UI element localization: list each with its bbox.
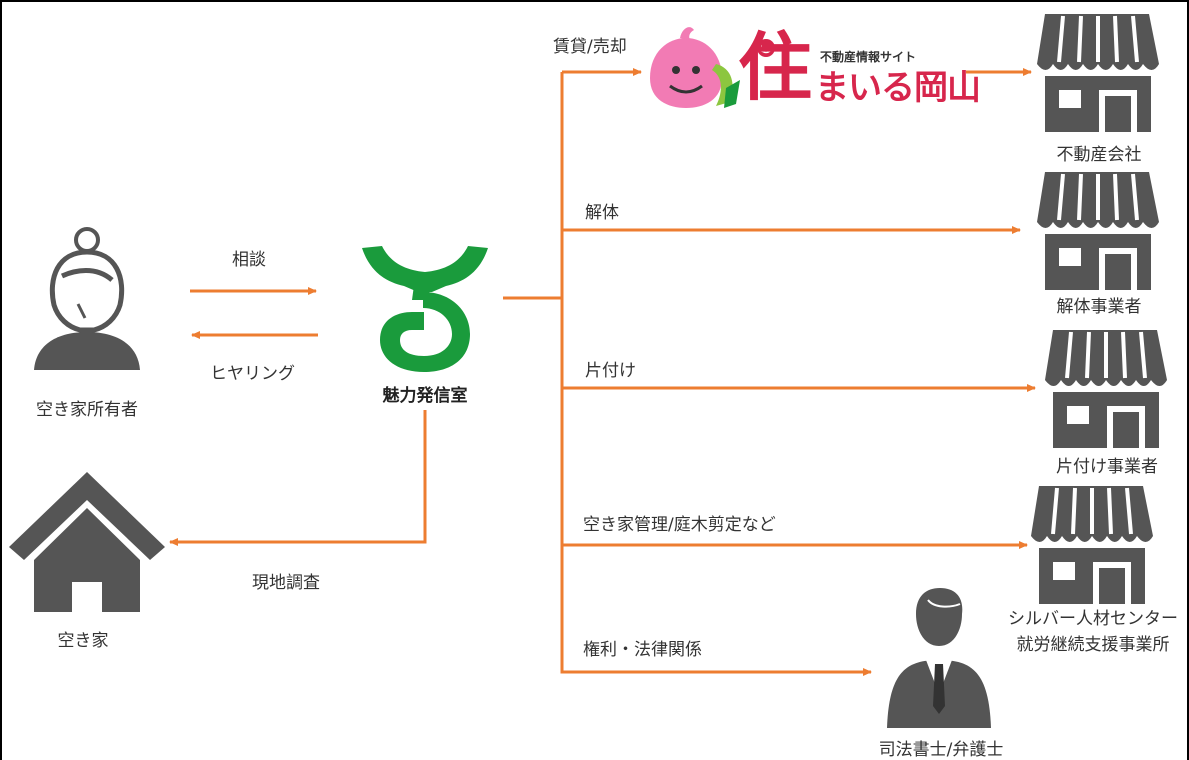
edge-survey: 現地調査 [252,573,320,593]
node-employment-support: 就労継続支援事業所 [1016,635,1170,655]
logo-site-name: まいる岡山 [815,68,981,108]
node-lawyer: 司法書士/弁護士 [878,740,1004,760]
edge-legal: 権利・法律関係 [583,640,702,660]
suma-iru-logo [650,27,775,108]
arrow-legal [560,668,872,676]
store-icon [1043,328,1169,450]
person-business-icon [887,588,991,728]
store-icon [1035,170,1161,292]
node-silver-center: シルバー人材センター [1008,609,1178,629]
person-female-icon [34,227,140,370]
node-owner: 空き家所有者 [36,400,138,420]
connectors [169,68,1036,676]
logo-site-char: 住 [738,25,812,111]
store-icon [1035,12,1161,134]
node-house: 空き家 [57,631,109,651]
store-icon [1029,484,1155,606]
edge-manage: 空き家管理/庭木剪定など [583,515,776,535]
edge-consult: 相談 [232,250,266,270]
node-office: 魅力発信室 [382,386,468,406]
edge-hearing: ヒヤリング [210,364,295,384]
edge-rent-sell: 賃貸/売却 [553,37,627,57]
edge-tidy: 片付け [585,361,636,381]
arrow-survey [169,410,427,546]
node-real-estate: 不動産会社 [1056,145,1142,165]
node-cleanup: 片付け事業者 [1056,457,1158,477]
city-emblem-icon [362,246,488,372]
logo-site-small: 不動産情報サイト [820,50,917,64]
edge-demolish: 解体 [585,203,619,223]
house-icon [9,472,165,612]
node-demolition: 解体事業者 [1056,297,1142,317]
